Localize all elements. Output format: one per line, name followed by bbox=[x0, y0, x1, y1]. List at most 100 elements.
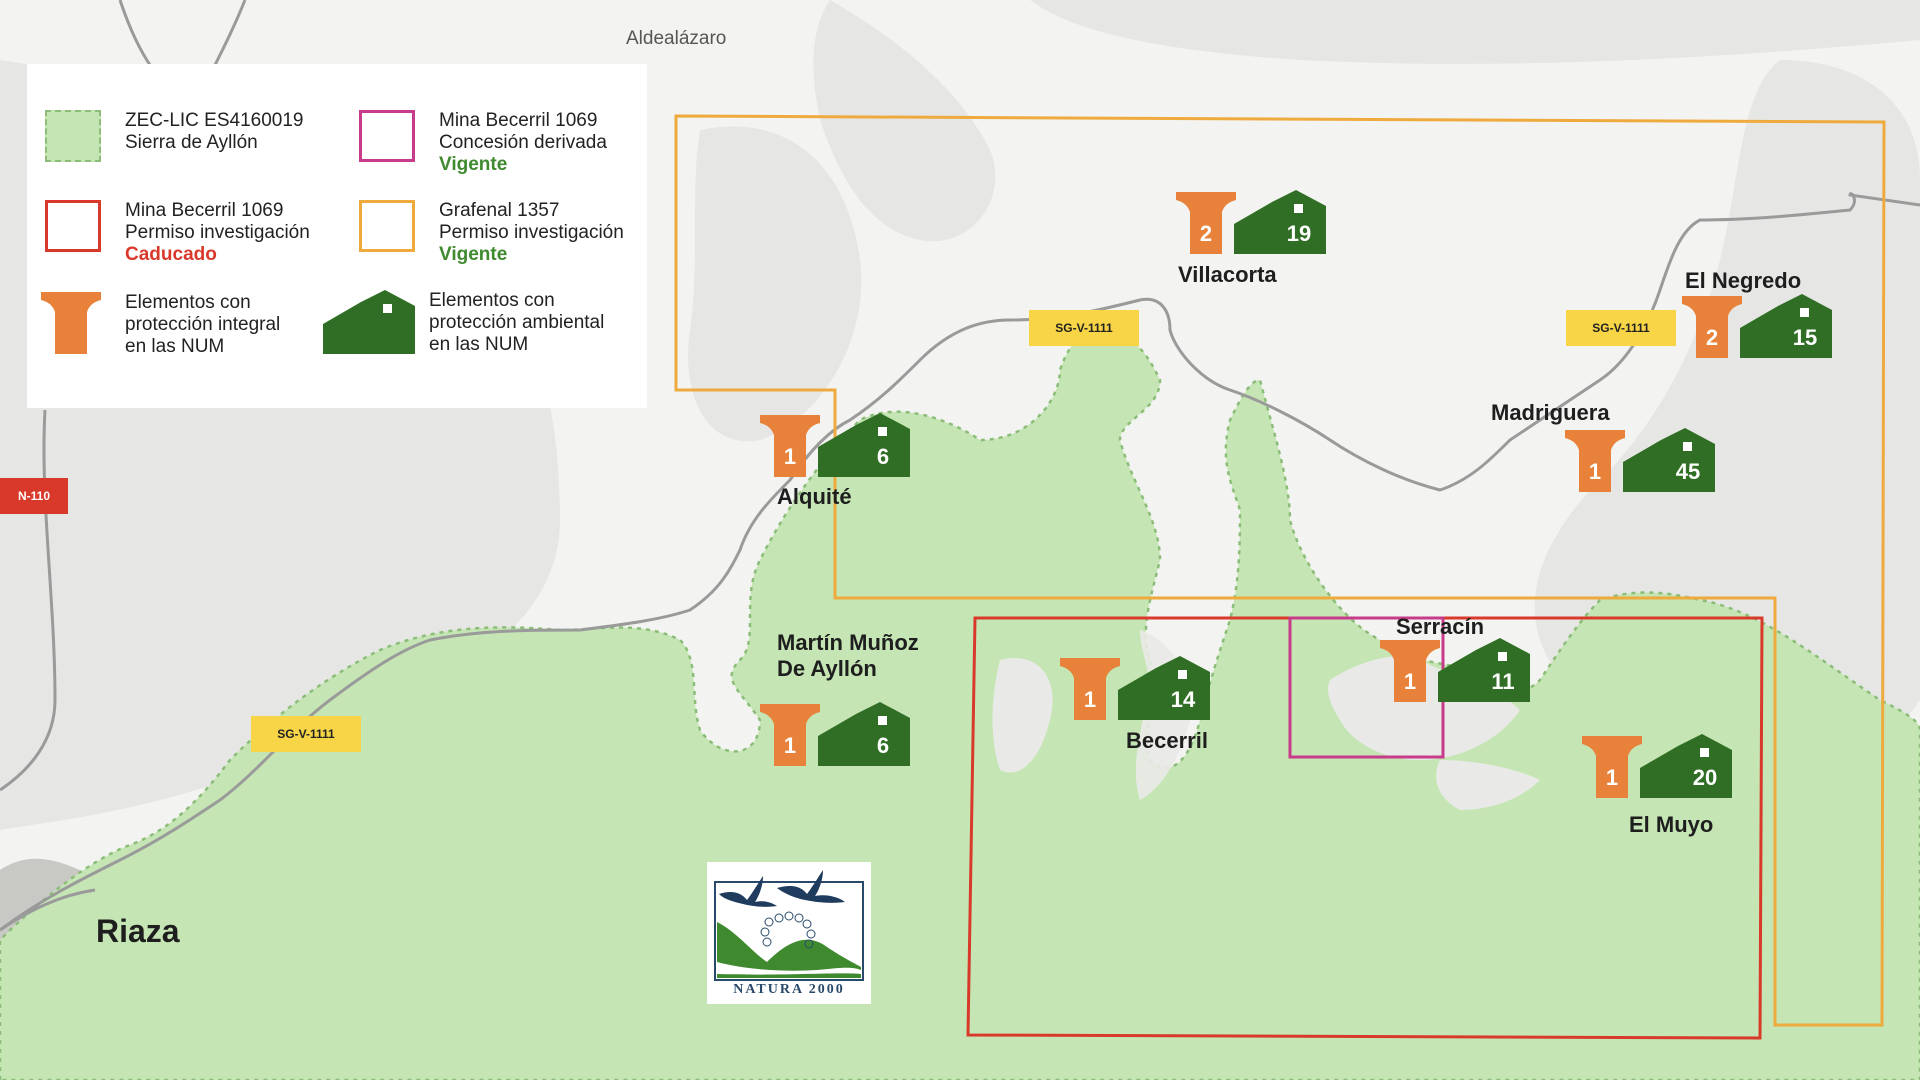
place-label-martin-munoz: Martín Muñoz De Ayllón bbox=[777, 630, 919, 682]
ambiental-count: 19 bbox=[1286, 221, 1312, 246]
relief-area bbox=[1534, 60, 1920, 768]
ambiental-count: 15 bbox=[1792, 325, 1818, 350]
integral-count: 2 bbox=[1199, 221, 1213, 246]
marker-ambiental-becerril[interactable]: 14 bbox=[1118, 656, 1210, 720]
legend-text: Elementos con protección integral en las… bbox=[125, 292, 280, 358]
marker-integral-el-muyo[interactable]: 1 bbox=[1582, 736, 1642, 798]
house-icon bbox=[1623, 428, 1715, 492]
legend-line: protección integral bbox=[125, 314, 281, 335]
legend-status: Caducado bbox=[125, 244, 217, 265]
zec-lic-area bbox=[0, 326, 1920, 1080]
legend-line: ZEC-LIC ES4160019 bbox=[125, 110, 304, 131]
legend: ZEC-LIC ES4160019 Sierra de Ayllón Mina … bbox=[27, 64, 647, 408]
marker-integral-alquite[interactable]: 1 bbox=[760, 415, 820, 477]
legend-status: Vigente bbox=[439, 244, 508, 265]
relief-area bbox=[1030, 0, 1920, 64]
place-label-el-muyo: El Muyo bbox=[1629, 812, 1714, 837]
integral-count: 1 bbox=[1588, 459, 1602, 484]
marker-ambiental-madriguera[interactable]: 45 bbox=[1623, 428, 1715, 492]
column-icon bbox=[760, 415, 820, 477]
natura-2000-logo: NATURA 2000 bbox=[707, 862, 871, 1004]
legend-line: Elementos con bbox=[429, 290, 555, 311]
relief-area bbox=[688, 126, 862, 442]
legend-text: Mina Becerril 1069 Permiso investigación… bbox=[125, 200, 310, 266]
mina-becerril-permiso-area bbox=[966, 616, 1764, 1040]
legend-item-integral: Elementos con protección integral en las… bbox=[41, 292, 280, 358]
marker-integral-becerril[interactable]: 1 bbox=[1060, 658, 1120, 720]
ambiental-count: 20 bbox=[1692, 765, 1718, 790]
road-north bbox=[118, 0, 152, 66]
legend-item-ambiental: Elementos con protección ambiental en la… bbox=[323, 290, 604, 356]
natura-2000-text: NATURA 2000 bbox=[733, 982, 845, 997]
place-label-villacorta: Villacorta bbox=[1178, 262, 1277, 287]
legend-swatch-permiso-caducado bbox=[45, 200, 101, 252]
integral-count: 1 bbox=[1605, 765, 1619, 790]
place-label-becerril: Becerril bbox=[1126, 728, 1208, 753]
legend-line: Mina Becerril 1069 bbox=[439, 110, 598, 131]
house-icon bbox=[1118, 656, 1210, 720]
town-label-riaza: Riaza bbox=[96, 913, 180, 949]
house-icon bbox=[1438, 638, 1530, 702]
road-badge-sgv1111: SG-V-1111 bbox=[1566, 310, 1676, 346]
relief-area bbox=[813, 0, 996, 242]
legend-item-permiso-caducado: Mina Becerril 1069 Permiso investigación… bbox=[45, 200, 310, 266]
marker-ambiental-serracin[interactable]: 11 bbox=[1438, 638, 1530, 702]
legend-text: ZEC-LIC ES4160019 Sierra de Ayllón bbox=[125, 110, 304, 154]
legend-swatch-zec bbox=[45, 110, 101, 162]
legend-swatch-concesion bbox=[359, 110, 415, 162]
ambiental-count: 6 bbox=[876, 444, 890, 469]
integral-count: 1 bbox=[1403, 669, 1417, 694]
legend-item-grafenal: Grafenal 1357 Permiso investigación Vige… bbox=[359, 200, 624, 266]
marker-integral-madriguera[interactable]: 1 bbox=[1565, 430, 1625, 492]
column-icon bbox=[1176, 192, 1236, 254]
legend-text: Grafenal 1357 Permiso investigación Vige… bbox=[439, 200, 624, 266]
marker-ambiental-el-negredo[interactable]: 15 bbox=[1740, 294, 1832, 358]
column-icon bbox=[1582, 736, 1642, 798]
legend-item-concesion: Mina Becerril 1069 Concesión derivada Vi… bbox=[359, 110, 607, 176]
marker-integral-villacorta[interactable]: 2 bbox=[1176, 192, 1236, 254]
place-label-el-negredo: El Negredo bbox=[1685, 268, 1802, 293]
road-sgv1111 bbox=[0, 192, 1920, 932]
column-icon bbox=[41, 292, 101, 354]
legend-line: Grafenal 1357 bbox=[439, 200, 560, 221]
house-icon bbox=[818, 702, 910, 766]
house-icon bbox=[1740, 294, 1832, 358]
natura-2000-emblem bbox=[714, 870, 864, 981]
column-icon bbox=[760, 704, 820, 766]
place-line: De Ayllón bbox=[777, 656, 877, 681]
column-icon bbox=[1565, 430, 1625, 492]
road-badge-sgv1111: SG-V-1111 bbox=[251, 716, 361, 752]
legend-status: Vigente bbox=[439, 154, 508, 175]
integral-count: 1 bbox=[783, 444, 797, 469]
column-icon bbox=[1682, 296, 1742, 358]
marker-integral-serracin[interactable]: 1 bbox=[1380, 640, 1440, 702]
ambiental-count: 14 bbox=[1170, 687, 1196, 712]
integral-count: 1 bbox=[783, 733, 797, 758]
legend-line: Concesión derivada bbox=[439, 132, 607, 153]
road-riaza bbox=[0, 888, 96, 932]
marker-integral-el-negredo[interactable]: 2 bbox=[1682, 296, 1742, 358]
legend-line: Permiso investigación bbox=[439, 222, 624, 243]
legend-line: protección ambiental bbox=[429, 312, 605, 333]
marker-integral-martin-munoz[interactable]: 1 bbox=[760, 704, 820, 766]
place-line: Martín Muñoz bbox=[777, 630, 919, 655]
house-icon bbox=[323, 290, 415, 354]
integral-count: 1 bbox=[1083, 687, 1097, 712]
legend-line: en las NUM bbox=[429, 334, 529, 355]
column-icon bbox=[1060, 658, 1120, 720]
grafenal-1357-area bbox=[674, 114, 1886, 1027]
ambiental-count: 6 bbox=[876, 733, 890, 758]
legend-swatch-grafenal bbox=[359, 200, 415, 252]
road-badge-sgv1111: SG-V-1111 bbox=[1029, 310, 1139, 346]
legend-line: Sierra de Ayllón bbox=[125, 132, 258, 153]
marker-ambiental-alquite[interactable]: 6 bbox=[818, 413, 910, 477]
marker-ambiental-el-muyo[interactable]: 20 bbox=[1640, 734, 1732, 798]
road-badge-n110: N-110 bbox=[0, 478, 68, 514]
place-label-madriguera: Madriguera bbox=[1491, 400, 1610, 425]
mina-becerril-concesion-area bbox=[1288, 616, 1445, 759]
legend-line: en las NUM bbox=[125, 336, 225, 357]
relief-area bbox=[1436, 760, 1540, 810]
marker-ambiental-villacorta[interactable]: 19 bbox=[1234, 190, 1326, 254]
marker-ambiental-martin-munoz[interactable]: 6 bbox=[818, 702, 910, 766]
